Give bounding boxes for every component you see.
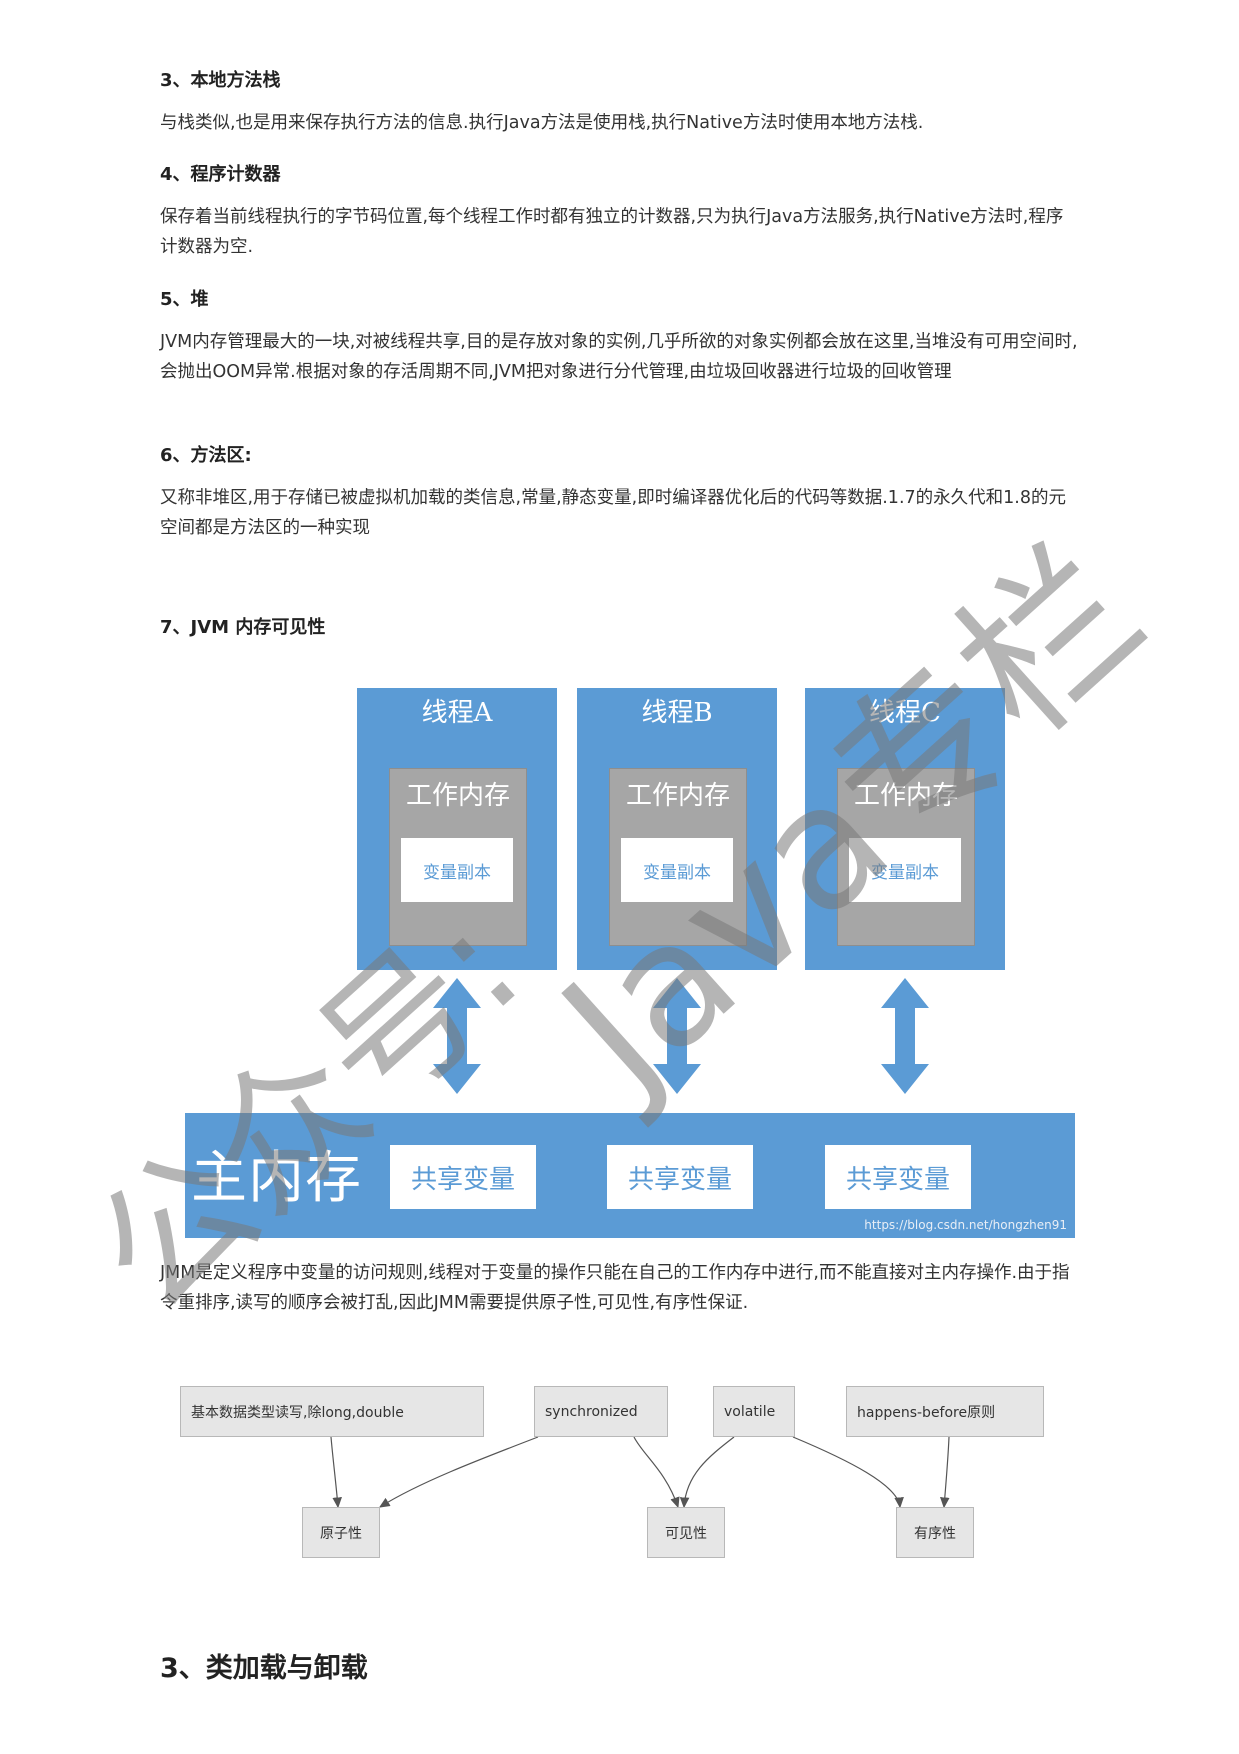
jmm-figure: 线程A 工作内存 变量副本 线程B 工作内存 变量副本 线程C 工作内存 变量副… <box>185 688 1075 1238</box>
main-memory-title: 主内存 <box>191 1146 362 1211</box>
source-node-volatile: volatile <box>713 1386 795 1437</box>
thread-a-title: 线程A <box>421 698 493 728</box>
target-node-visibility: 可见性 <box>647 1507 725 1558</box>
heading-program-counter: 4、程序计数器 <box>160 164 281 185</box>
heading-jvm-visibility: 7、JVM 内存可见性 <box>160 617 326 638</box>
source-node-happens-before: happens-before原则 <box>846 1386 1044 1437</box>
diagram-connectors <box>330 1436 950 1509</box>
shared-variable-box: 共享变量 <box>390 1145 536 1209</box>
image-credit: https://blog.csdn.net/hongzhen91 <box>864 1218 1067 1232</box>
heading-heap: 5、堆 <box>160 289 209 310</box>
jmm-properties-diagram: 基本数据类型读写,除long,double synchronized volat… <box>178 1385 1048 1558</box>
thread-b-box: 线程B 工作内存 变量副本 <box>577 688 777 970</box>
double-arrow-icon <box>653 978 701 1094</box>
thread-a-box: 线程A 工作内存 变量副本 <box>357 688 557 970</box>
double-arrow-icon <box>881 978 929 1094</box>
thread-c-box: 线程C 工作内存 变量副本 <box>805 688 1005 970</box>
heap-text: JVM内存管理最大的一块,对被线程共享,目的是存放对象的实例,几乎所欲的对象实例… <box>160 332 1078 382</box>
native-method-stack-text: 与栈类似,也是用来保存执行方法的信息.执行Java方法是使用栈,执行Native… <box>160 113 924 133</box>
double-arrow-icon <box>433 978 481 1094</box>
target-node-atomicity: 原子性 <box>302 1507 380 1558</box>
target-node-ordering: 有序性 <box>896 1507 974 1558</box>
heading-method-area: 6、方法区: <box>160 445 252 466</box>
work-memory-label: 工作内存 <box>405 781 510 811</box>
thread-c-work-memory: 工作内存 变量副本 <box>837 768 975 946</box>
work-memory-label: 工作内存 <box>625 781 730 811</box>
shared-variable-box: 共享变量 <box>607 1145 753 1209</box>
source-node-basic-types: 基本数据类型读写,除long,double <box>180 1386 484 1437</box>
source-node-synchronized: synchronized <box>534 1386 668 1437</box>
heading-native-method-stack: 3、本地方法栈 <box>160 70 281 91</box>
thread-c-title: 线程C <box>869 698 941 728</box>
heading-class-loading: 3、类加载与卸载 <box>160 1653 368 1684</box>
variable-copy-box: 变量副本 <box>401 838 513 902</box>
variable-copy-box: 变量副本 <box>621 838 733 902</box>
main-memory-box: 主内存 共享变量 共享变量 共享变量 https://blog.csdn.net… <box>185 1113 1075 1238</box>
work-memory-label: 工作内存 <box>853 781 958 811</box>
shared-variable-box: 共享变量 <box>825 1145 971 1209</box>
thread-b-work-memory: 工作内存 变量副本 <box>609 768 747 946</box>
thread-b-title: 线程B <box>641 698 713 728</box>
jmm-text: JMM是定义程序中变量的访问规则,线程对于变量的操作只能在自己的工作内存中进行,… <box>160 1263 1070 1313</box>
program-counter-text: 保存着当前线程执行的字节码位置,每个线程工作时都有独立的计数器,只为执行Java… <box>160 207 1064 257</box>
thread-a-work-memory: 工作内存 变量副本 <box>389 768 527 946</box>
variable-copy-box: 变量副本 <box>849 838 961 902</box>
method-area-text: 又称非堆区,用于存储已被虚拟机加载的类信息,常量,静态变量,即时编译器优化后的代… <box>160 488 1066 538</box>
